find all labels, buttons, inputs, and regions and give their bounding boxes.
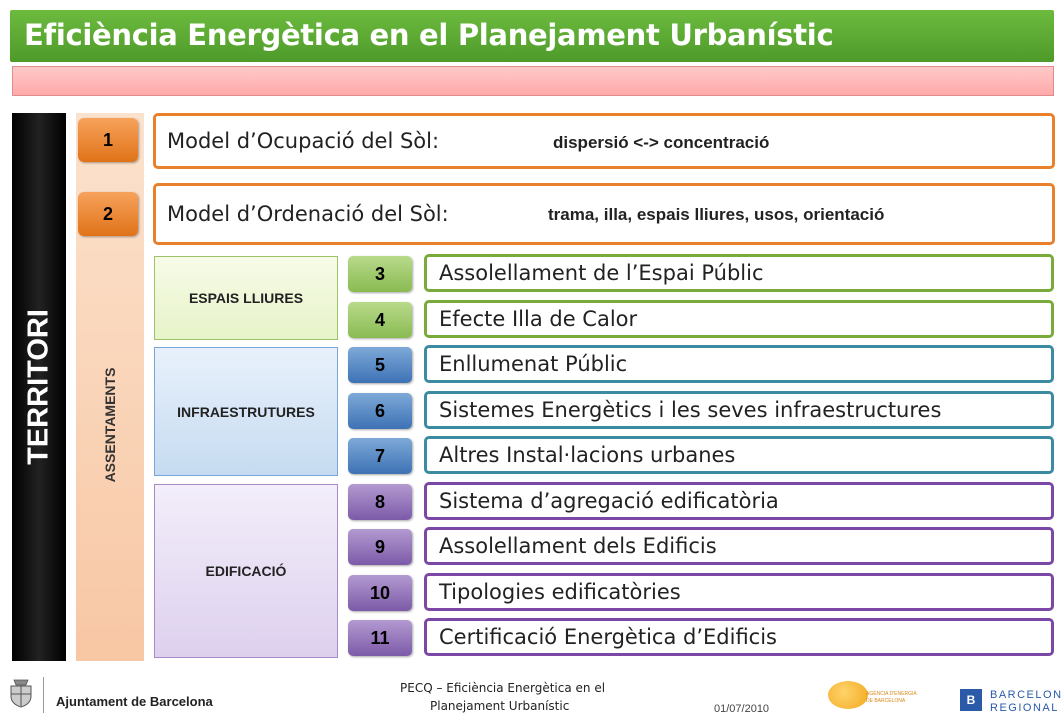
number-badge-6: 6 [348, 393, 412, 429]
category-edificacio: EDIFICACIÓ [154, 484, 338, 658]
energy-agency-text: AGÈNCIA D'ENERGIA DE BARCELONA [866, 691, 917, 705]
barcelona-regional-logo-icon: B [960, 689, 982, 711]
number-badge-7: 7 [348, 438, 412, 474]
item-label: Assolellament dels Edificis [439, 534, 717, 558]
title-bar: Eficiència Energètica en el Planejament … [10, 10, 1054, 62]
item-agregacio: Sistema d’agregació edificatòria [424, 482, 1054, 520]
number-badge-10: 10 [348, 575, 412, 611]
bcn-line1: BARCELONA [990, 689, 1062, 701]
item-label: Altres Instal·lacions urbanes [439, 443, 736, 467]
item-label: Certificació Energètica d’Edificis [439, 625, 777, 649]
row-detail: trama, illa, espais lliures, usos, orien… [548, 205, 885, 224]
item-assolellament-espai: Assolellament de l’Espai Públic [424, 254, 1054, 292]
coat-of-arms-icon [10, 679, 32, 708]
number-badge-1: 1 [78, 118, 138, 162]
item-label: Enllumenat Públic [439, 352, 628, 376]
footer-organization: Ajuntament de Barcelona [56, 694, 213, 709]
agency-line1: AGÈNCIA D'ENERGIA [866, 691, 917, 697]
subtitle-bar [12, 66, 1054, 96]
item-illa-calor: Efecte Illa de Calor [424, 300, 1054, 338]
number-badge-3: 3 [348, 256, 412, 292]
number-badge-5: 5 [348, 347, 412, 383]
territori-label: TERRITORI [22, 309, 55, 465]
page-title: Eficiència Energètica en el Planejament … [24, 18, 834, 52]
item-label: Sistemes Energètics i les seves infraest… [439, 398, 942, 422]
item-assolellament-edificis: Assolellament dels Edificis [424, 527, 1054, 565]
row-ordenacio: Model d’Ordenació del Sòl: trama, illa, … [153, 183, 1055, 245]
item-label: Tipologies edificatòries [439, 580, 681, 604]
footer-doc-line2: Planejament Urbanístic [430, 699, 570, 713]
footer-document-title: PECQ – Eficiència Energètica en el Plane… [400, 679, 670, 715]
row-label: Model d’Ocupació del Sòl: [167, 129, 440, 153]
footer-divider [43, 677, 44, 713]
item-enllumenat: Enllumenat Públic [424, 345, 1054, 383]
footer: Ajuntament de Barcelona PECQ – Eficiènci… [0, 667, 1062, 716]
footer-date: 01/07/2010 [714, 703, 770, 715]
item-altres-installacions: Altres Instal·lacions urbanes [424, 436, 1054, 474]
item-tipologies: Tipologies edificatòries [424, 573, 1054, 611]
number-badge-8: 8 [348, 484, 412, 520]
category-espais-lliures: ESPAIS LLIURES [154, 256, 338, 340]
barcelona-regional-text: BARCELONA REGIONAL [990, 689, 1062, 715]
category-infraestructures: INFRAESTRUTURES [154, 347, 338, 476]
number-badge-9: 9 [348, 529, 412, 565]
footer-doc-line1: PECQ – Eficiència Energètica en el [400, 681, 606, 695]
item-label: Sistema d’agregació edificatòria [439, 489, 779, 513]
number-badge-2: 2 [78, 192, 138, 236]
energy-agency-logo-icon [828, 681, 868, 709]
item-certificacio: Certificació Energètica d’Edificis [424, 618, 1054, 656]
number-badge-11: 11 [348, 620, 412, 656]
assentaments-label: ASSENTAMENTS [102, 367, 118, 483]
item-label: Assolellament de l’Espai Públic [439, 261, 764, 285]
territori-band: TERRITORI [12, 113, 66, 661]
row-label: Model d’Ordenació del Sòl: [167, 202, 449, 226]
agency-line2: DE BARCELONA [866, 698, 906, 704]
item-sistemes-energetics: Sistemes Energètics i les seves infraest… [424, 391, 1054, 429]
bcn-line2: REGIONAL [990, 702, 1059, 714]
item-label: Efecte Illa de Calor [439, 307, 638, 331]
number-badge-4: 4 [348, 302, 412, 338]
row-detail: dispersió <-> concentració [553, 133, 770, 152]
row-ocupacio: Model d’Ocupació del Sòl: dispersió <-> … [153, 113, 1055, 169]
